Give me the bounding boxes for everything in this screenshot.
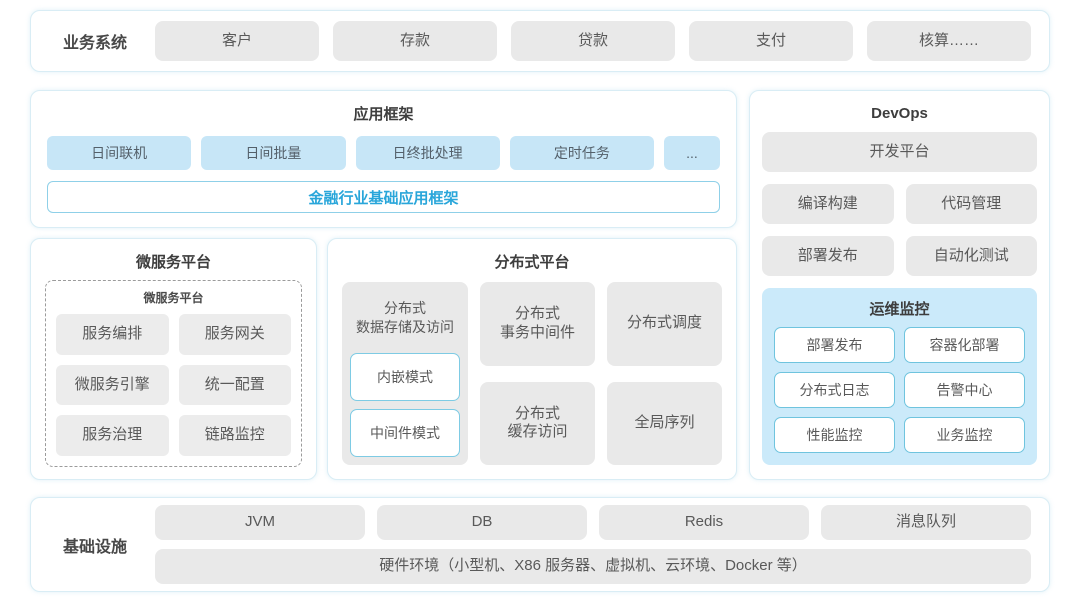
devops-item-code-mgmt[interactable]: 代码管理 bbox=[905, 184, 1037, 224]
business-item-deposit[interactable]: 存款 bbox=[333, 21, 497, 61]
ops-monitor-grid: 部署发布 容器化部署 分布式日志 告警中心 性能监控 业务监控 bbox=[774, 327, 1025, 453]
ops-monitor-title: 运维监控 bbox=[869, 301, 930, 318]
distributed-platform-section: 分布式平台 分布式 数据存储及访问 内嵌模式 中间件模式 分布式 事务中间件 分… bbox=[327, 238, 737, 480]
devops-item-build[interactable]: 编译构建 bbox=[762, 184, 894, 224]
business-item-loan[interactable]: 贷款 bbox=[511, 21, 675, 61]
dist-item-global-sequence[interactable]: 全局序列 bbox=[607, 381, 722, 465]
distributed-storage-label: 分布式 数据存储及访问 bbox=[356, 299, 454, 335]
middle-row: 微服务平台 微服务平台 服务编排 服务网关 微服务引擎 统一配置 服务治理 链路… bbox=[30, 238, 737, 480]
monitor-item-alert-center[interactable]: 告警中心 bbox=[904, 372, 1025, 408]
appfw-item-daytime-online[interactable]: 日间联机 bbox=[47, 136, 192, 170]
micro-item-tracing[interactable]: 链路监控 bbox=[178, 415, 291, 456]
microservice-platform-section: 微服务平台 微服务平台 服务编排 服务网关 微服务引擎 统一配置 服务治理 链路… bbox=[30, 238, 317, 480]
devops-item-deploy[interactable]: 部署发布 bbox=[762, 236, 894, 276]
distributed-title: 分布式平台 bbox=[494, 254, 570, 271]
infrastructure-content: JVM DB Redis 消息队列 硬件环境（小型机、X86 服务器、虚拟机、云… bbox=[155, 505, 1031, 584]
devops-section: DevOps 开发平台 编译构建 代码管理 部署发布 自动化测试 运维监控 部署… bbox=[749, 90, 1050, 480]
distributed-columns: 分布式 数据存储及访问 内嵌模式 中间件模式 分布式 事务中间件 分布式 缓存访… bbox=[342, 282, 722, 465]
micro-item-governance[interactable]: 服务治理 bbox=[56, 415, 169, 456]
devops-row-1: 编译构建 代码管理 bbox=[762, 184, 1037, 224]
dist-item-scheduling[interactable]: 分布式调度 bbox=[607, 282, 722, 366]
microservice-dashed-group: 微服务平台 服务编排 服务网关 微服务引擎 统一配置 服务治理 链路监控 bbox=[45, 280, 302, 467]
monitor-item-distributed-log[interactable]: 分布式日志 bbox=[774, 372, 895, 408]
monitor-item-performance[interactable]: 性能监控 bbox=[774, 417, 895, 453]
ops-monitor-panel: 运维监控 部署发布 容器化部署 分布式日志 告警中心 性能监控 业务监控 bbox=[762, 288, 1037, 465]
hardware-environment-bar[interactable]: 硬件环境（小型机、X86 服务器、虚拟机、云环境、Docker 等） bbox=[155, 549, 1031, 584]
infrastructure-label: 基础设施 bbox=[62, 538, 127, 556]
appfw-item-more[interactable]: ... bbox=[664, 136, 720, 170]
infra-item-mq[interactable]: 消息队列 bbox=[821, 505, 1031, 540]
distributed-column-3: 分布式调度 全局序列 bbox=[607, 282, 722, 465]
business-item-accounting[interactable]: 核算…… bbox=[867, 21, 1031, 61]
monitor-item-business[interactable]: 业务监控 bbox=[904, 417, 1025, 453]
dist-item-cache-access[interactable]: 分布式 缓存访问 bbox=[480, 381, 595, 465]
infra-item-jvm[interactable]: JVM bbox=[155, 505, 365, 540]
business-systems-section: 业务系统 客户 存款 贷款 支付 核算…… bbox=[30, 10, 1050, 72]
micro-item-orchestration[interactable]: 服务编排 bbox=[56, 314, 169, 355]
app-framework-title: 应用框架 bbox=[353, 106, 414, 123]
devops-dev-platform[interactable]: 开发平台 bbox=[762, 132, 1037, 172]
micro-item-config[interactable]: 统一配置 bbox=[178, 364, 291, 406]
storage-mode-embedded[interactable]: 内嵌模式 bbox=[350, 353, 460, 401]
infra-item-db[interactable]: DB bbox=[377, 505, 587, 540]
infra-item-redis[interactable]: Redis bbox=[599, 505, 809, 540]
infrastructure-section: 基础设施 JVM DB Redis 消息队列 硬件环境（小型机、X86 服务器、… bbox=[30, 497, 1050, 592]
devops-title: DevOps bbox=[871, 105, 928, 122]
micro-item-engine[interactable]: 微服务引擎 bbox=[56, 364, 169, 406]
micro-item-gateway[interactable]: 服务网关 bbox=[178, 314, 291, 355]
dist-item-transaction-middleware[interactable]: 分布式 事务中间件 bbox=[480, 282, 595, 366]
main-area: 应用框架 日间联机 日间批量 日终批处理 定时任务 ... 金融行业基础应用框架… bbox=[30, 90, 1050, 480]
main-left-column: 应用框架 日间联机 日间批量 日终批处理 定时任务 ... 金融行业基础应用框架… bbox=[30, 90, 737, 480]
business-item-customer[interactable]: 客户 bbox=[155, 21, 319, 61]
app-framework-button-row: 日间联机 日间批量 日终批处理 定时任务 ... bbox=[47, 136, 720, 170]
distributed-column-2: 分布式 事务中间件 分布式 缓存访问 bbox=[480, 282, 595, 465]
microservice-inner-title: 微服务平台 bbox=[143, 291, 204, 305]
business-item-payment[interactable]: 支付 bbox=[689, 21, 853, 61]
app-framework-section: 应用框架 日间联机 日间批量 日终批处理 定时任务 ... 金融行业基础应用框架 bbox=[30, 90, 737, 228]
devops-row-2: 部署发布 自动化测试 bbox=[762, 236, 1037, 276]
finance-base-framework-bar[interactable]: 金融行业基础应用框架 bbox=[47, 181, 720, 213]
business-systems-label: 业务系统 bbox=[62, 35, 127, 52]
appfw-item-daytime-batch[interactable]: 日间批量 bbox=[201, 136, 346, 170]
microservice-title: 微服务平台 bbox=[135, 254, 211, 271]
infrastructure-row: JVM DB Redis 消息队列 bbox=[155, 505, 1031, 540]
appfw-item-eod-batch[interactable]: 日终批处理 bbox=[355, 136, 500, 170]
microservice-grid: 服务编排 服务网关 微服务引擎 统一配置 服务治理 链路监控 bbox=[56, 314, 291, 456]
monitor-item-deploy-release[interactable]: 部署发布 bbox=[774, 327, 895, 363]
storage-mode-middleware[interactable]: 中间件模式 bbox=[350, 409, 460, 457]
monitor-item-container-deploy[interactable]: 容器化部署 bbox=[904, 327, 1025, 363]
appfw-item-scheduled-task[interactable]: 定时任务 bbox=[509, 136, 654, 170]
devops-item-auto-test[interactable]: 自动化测试 bbox=[905, 236, 1037, 276]
distributed-storage-group: 分布式 数据存储及访问 内嵌模式 中间件模式 bbox=[342, 282, 468, 465]
